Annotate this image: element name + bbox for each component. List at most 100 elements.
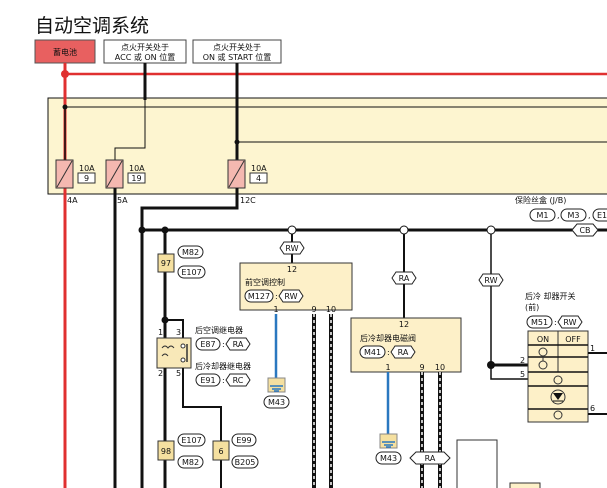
pin-number: 9 bbox=[311, 305, 316, 314]
pin-number: 2 bbox=[520, 356, 525, 365]
connector-98: 98 E107 M82 bbox=[157, 433, 206, 469]
fuse-rating: 10A bbox=[129, 164, 145, 173]
pin-number: 2 bbox=[158, 369, 163, 378]
svg-text::: : bbox=[554, 318, 557, 327]
harness-tag: RW bbox=[563, 318, 576, 327]
harness-tag: RW bbox=[285, 244, 298, 253]
connector-label: B205 bbox=[235, 458, 256, 467]
pin-number: 6 bbox=[590, 404, 595, 413]
pin-number: 1 bbox=[273, 305, 278, 314]
switch-on-label: ON bbox=[537, 335, 549, 344]
svg-text:,: , bbox=[557, 211, 560, 220]
battery-label: 蓄电池 bbox=[53, 47, 77, 57]
fuse-terminal: 5A bbox=[117, 196, 128, 205]
pin-number: 3 bbox=[176, 328, 181, 337]
pin-number: 1 bbox=[158, 328, 163, 337]
ground-icon bbox=[267, 377, 286, 393]
splice bbox=[234, 139, 240, 145]
battery-source: 蓄电池 bbox=[34, 39, 96, 64]
ign-acc-label-1: 点火开关处于 bbox=[121, 42, 169, 52]
splice bbox=[138, 226, 146, 234]
ign-start-label-1: 点火开关处于 bbox=[213, 42, 261, 52]
module-label: 前空调控制 bbox=[245, 277, 285, 287]
wire bbox=[114, 63, 146, 160]
switch-label: 后冷 却器开关 bbox=[525, 291, 576, 301]
led-icon bbox=[550, 389, 566, 405]
fuse-19: 10A 19 5A bbox=[105, 159, 146, 205]
connector-label: M1 bbox=[537, 211, 549, 220]
splice bbox=[487, 361, 495, 369]
connector-label: E99 bbox=[236, 436, 251, 445]
connector-point bbox=[399, 225, 409, 235]
wire bbox=[165, 319, 184, 338]
pin-number: 1 bbox=[385, 363, 390, 372]
switch-label: (前) bbox=[525, 302, 539, 312]
ground-label: M43 bbox=[380, 454, 397, 463]
harness-tag: RA bbox=[233, 340, 244, 349]
pin-number: 1 bbox=[590, 344, 595, 353]
module-label: 后冷却器电磁阀 bbox=[360, 333, 416, 343]
fuse-number: 19 bbox=[131, 174, 141, 183]
connector-6: 6 E99 B205 bbox=[212, 433, 259, 469]
pin-number: 5 bbox=[520, 370, 525, 379]
connector-label: M127 bbox=[248, 292, 270, 301]
harness-tag: RW bbox=[284, 292, 297, 301]
svg-text::: : bbox=[222, 340, 225, 349]
fuse-terminal: 12C bbox=[240, 196, 256, 205]
component-box bbox=[509, 482, 541, 488]
harness-tag: RA bbox=[399, 274, 410, 283]
junction-box-label: 保险丝盒 (J/B) bbox=[515, 195, 566, 205]
svg-text::: : bbox=[387, 348, 390, 357]
fuse-rating: 10A bbox=[251, 164, 267, 173]
connector-label: M82 bbox=[182, 458, 199, 467]
connector-97: 97 M82 E107 bbox=[157, 245, 206, 279]
connector-label: E91 bbox=[200, 376, 215, 385]
wire bbox=[140, 188, 239, 488]
connector-label: E107 bbox=[181, 268, 201, 277]
diagram-title: 自动空调系统 bbox=[35, 15, 149, 37]
svg-text:,: , bbox=[588, 211, 591, 220]
rear-cooler-switch: ON OFF 1 2 5 6 bbox=[520, 330, 595, 423]
fuse-rating: 10A bbox=[79, 164, 95, 173]
front-ac-control-module: 12 前空调控制 M127 : RW 1 9 10 bbox=[239, 262, 353, 314]
splice bbox=[61, 70, 69, 78]
harness-tag: RA bbox=[425, 454, 436, 463]
rear-cooler-solenoid-valve: 12 后冷却器电磁阀 M41 : RA 1 9 10 bbox=[350, 317, 462, 373]
ignition-start-source: 点火开关处于 ON 或 START 位置 bbox=[192, 39, 282, 64]
connector-label: M82 bbox=[182, 248, 199, 257]
relay: 1 3 2 5 bbox=[156, 328, 192, 378]
pin-number: 6 bbox=[218, 447, 223, 456]
harness-tag: RA bbox=[398, 348, 409, 357]
harness-tag: CB bbox=[579, 226, 590, 235]
fuse-terminal: 4A bbox=[67, 196, 78, 205]
connector-label: E107 bbox=[181, 436, 201, 445]
connector-label: E1 bbox=[597, 211, 607, 220]
connector-point bbox=[486, 225, 496, 235]
connector-label: M3 bbox=[568, 211, 580, 220]
pin-number: 5 bbox=[176, 369, 181, 378]
relay-label: 后空调继电器 bbox=[195, 325, 243, 335]
pin-number: 10 bbox=[326, 305, 336, 314]
connector-point bbox=[287, 225, 297, 235]
pin-number: 97 bbox=[161, 259, 171, 268]
fuse-number: 9 bbox=[84, 174, 89, 183]
ign-start-label-2: ON 或 START 位置 bbox=[203, 52, 272, 62]
ignition-acc-source: 点火开关处于 ACC 或 ON 位置 bbox=[103, 39, 187, 64]
relay-label: 后冷却器继电器 bbox=[195, 361, 251, 371]
pin-number: 12 bbox=[287, 265, 297, 274]
svg-text::: : bbox=[222, 376, 225, 385]
component-box bbox=[456, 439, 498, 488]
pin-number: 9 bbox=[419, 363, 424, 372]
svg-text::: : bbox=[275, 292, 278, 301]
pin-number: 98 bbox=[161, 447, 171, 456]
switch-off-label: OFF bbox=[565, 335, 581, 344]
pin-number: 10 bbox=[435, 363, 445, 372]
connector-label: M51 bbox=[531, 318, 548, 327]
connector-label: M41 bbox=[364, 348, 381, 357]
harness-tag: RW bbox=[484, 276, 497, 285]
pin-number: 12 bbox=[399, 320, 409, 329]
fuse-9: 10A 9 4A bbox=[55, 159, 96, 205]
ground-label: M43 bbox=[268, 398, 285, 407]
connector-label: E87 bbox=[200, 340, 215, 349]
